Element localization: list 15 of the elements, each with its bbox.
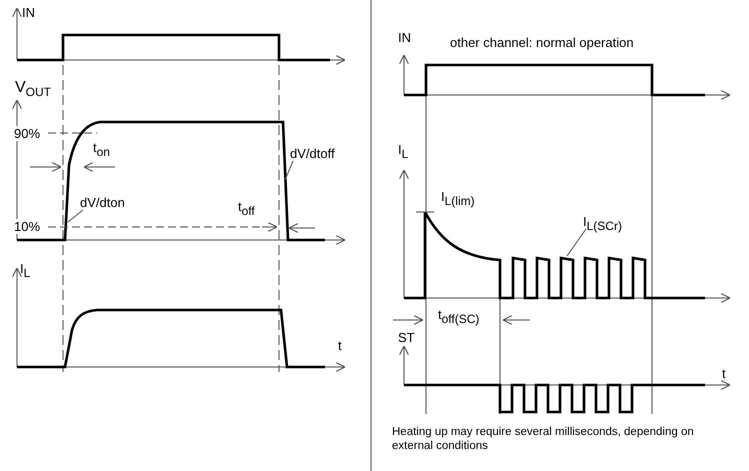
signal-name: ST xyxy=(398,330,415,345)
leader-line xyxy=(566,228,586,256)
level-label: 10% xyxy=(14,219,40,234)
note-text: other channel: normal operation xyxy=(450,35,634,50)
leader-line xyxy=(284,160,294,180)
level-label: 90% xyxy=(14,126,40,141)
annotation-label: dV/dtoff xyxy=(290,146,335,161)
signal-name: IN xyxy=(398,30,411,45)
axis-label: t xyxy=(722,366,726,381)
leader-line xyxy=(68,210,84,222)
signal-name: IN xyxy=(22,5,35,20)
signal-name: V$_{OUT}$ xyxy=(15,80,52,95)
note-text: Heating up may require several milliseconds, depending on external conditions xyxy=(392,425,695,453)
annotation-label: dV/dton xyxy=(80,195,125,210)
axis-label: t xyxy=(338,338,342,353)
